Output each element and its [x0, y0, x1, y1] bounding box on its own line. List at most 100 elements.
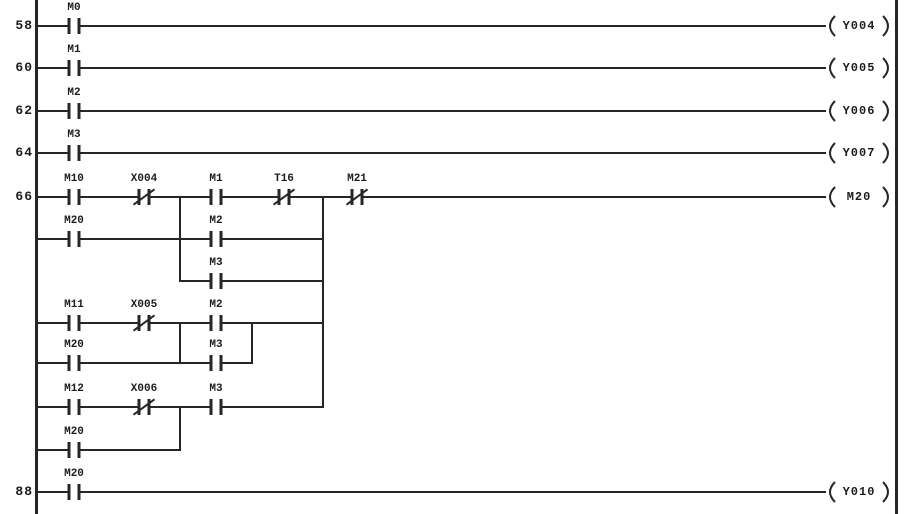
no-contact-symbol-icon — [67, 145, 81, 161]
no-contact-M12[interactable]: M12 — [52, 383, 96, 416]
contact-label: M2 — [209, 299, 223, 311]
no-contact-symbol-icon — [67, 18, 81, 34]
no-contact-symbol-icon — [67, 60, 81, 76]
coil-label: Y006 — [842, 104, 876, 118]
coil-Y007[interactable]: Y007 — [822, 139, 896, 167]
nc-contact-X006[interactable]: X006 — [122, 383, 166, 416]
no-contact-M3[interactable]: M3 — [194, 383, 238, 416]
no-contact-symbol-icon — [67, 189, 81, 205]
contact-label: M3 — [209, 383, 223, 395]
h-wire — [37, 110, 826, 112]
no-contact-symbol-icon — [67, 355, 81, 371]
contact-label: X004 — [130, 173, 158, 185]
v-wire — [179, 406, 181, 451]
nc-contact-T16[interactable]: T16 — [262, 173, 306, 206]
no-contact-symbol-icon — [67, 484, 81, 500]
left-power-rail — [35, 0, 38, 514]
step-number-88: 88 — [15, 484, 33, 499]
contact-label: M3 — [209, 257, 223, 269]
no-contact-symbol-icon — [209, 355, 223, 371]
no-contact-symbol-icon — [209, 189, 223, 205]
no-contact-M3[interactable]: M3 — [52, 129, 96, 162]
nc-contact-M21[interactable]: M21 — [335, 173, 379, 206]
h-wire — [37, 362, 253, 364]
contact-label: M10 — [64, 173, 84, 185]
no-contact-M1[interactable]: M1 — [194, 173, 238, 206]
v-wire — [179, 322, 181, 364]
contact-label: M1 — [209, 173, 223, 185]
contact-label: M2 — [209, 215, 223, 227]
no-contact-symbol-icon — [67, 442, 81, 458]
no-contact-M3[interactable]: M3 — [194, 339, 238, 372]
h-wire — [37, 449, 181, 451]
step-number-66: 66 — [15, 189, 33, 204]
contact-label: M20 — [64, 468, 84, 480]
no-contact-symbol-icon — [67, 231, 81, 247]
contact-label: M20 — [64, 215, 84, 227]
contact-label: T16 — [274, 173, 294, 185]
coil-Y010[interactable]: Y010 — [822, 478, 896, 506]
contact-label: M20 — [64, 426, 84, 438]
no-contact-symbol-icon — [209, 231, 223, 247]
coil-parentheses-icon — [829, 57, 889, 79]
coil-parentheses-icon — [829, 481, 889, 503]
nc-contact-X005[interactable]: X005 — [122, 299, 166, 332]
step-number-62: 62 — [15, 103, 33, 118]
h-wire — [37, 67, 826, 69]
no-contact-M3[interactable]: M3 — [194, 257, 238, 290]
coil-label: Y004 — [842, 19, 876, 33]
h-wire — [37, 25, 826, 27]
coil-label: M20 — [846, 190, 872, 204]
no-contact-M20[interactable]: M20 — [52, 426, 96, 459]
no-contact-symbol-icon — [209, 315, 223, 331]
coil-label: Y010 — [842, 485, 876, 499]
no-contact-M10[interactable]: M10 — [52, 173, 96, 206]
h-wire — [180, 280, 324, 282]
no-contact-M2[interactable]: M2 — [194, 299, 238, 332]
step-number-58: 58 — [15, 18, 33, 33]
h-wire — [37, 152, 826, 154]
v-wire — [179, 196, 181, 282]
step-number-64: 64 — [15, 145, 33, 160]
contact-label: M12 — [64, 383, 84, 395]
contact-label: M2 — [67, 87, 81, 99]
no-contact-M1[interactable]: M1 — [52, 44, 96, 77]
coil-parentheses-icon — [829, 142, 889, 164]
step-number-60: 60 — [15, 60, 33, 75]
coil-Y005[interactable]: Y005 — [822, 54, 896, 82]
contact-label: X005 — [130, 299, 158, 311]
no-contact-M2[interactable]: M2 — [194, 215, 238, 248]
contact-label: M3 — [67, 129, 81, 141]
contact-label: M3 — [209, 339, 223, 351]
contact-label: M1 — [67, 44, 81, 56]
contact-label: M11 — [64, 299, 84, 311]
no-contact-M11[interactable]: M11 — [52, 299, 96, 332]
contact-label: M21 — [347, 173, 367, 185]
coil-label: Y005 — [842, 61, 876, 75]
coil-label: Y007 — [842, 146, 876, 160]
no-contact-symbol-icon — [67, 399, 81, 415]
no-contact-M20[interactable]: M20 — [52, 339, 96, 372]
no-contact-symbol-icon — [209, 399, 223, 415]
coil-Y006[interactable]: Y006 — [822, 97, 896, 125]
no-contact-symbol-icon — [67, 315, 81, 331]
coil-parentheses-icon — [829, 15, 889, 37]
no-contact-symbol-icon — [67, 103, 81, 119]
no-contact-M0[interactable]: M0 — [52, 2, 96, 35]
no-contact-M20[interactable]: M20 — [52, 215, 96, 248]
v-wire — [251, 322, 253, 364]
no-contact-M2[interactable]: M2 — [52, 87, 96, 120]
coil-parentheses-icon — [829, 100, 889, 122]
contact-label: X006 — [130, 383, 158, 395]
h-wire — [37, 196, 826, 198]
v-wire — [322, 196, 324, 408]
coil-M20[interactable]: M20 — [822, 183, 896, 211]
coil-Y004[interactable]: Y004 — [822, 12, 896, 40]
right-power-rail — [895, 0, 898, 514]
coil-parentheses-icon — [829, 186, 889, 208]
nc-contact-X004[interactable]: X004 — [122, 173, 166, 206]
contact-label: M20 — [64, 339, 84, 351]
no-contact-M20[interactable]: M20 — [52, 468, 96, 501]
h-wire — [37, 491, 826, 493]
